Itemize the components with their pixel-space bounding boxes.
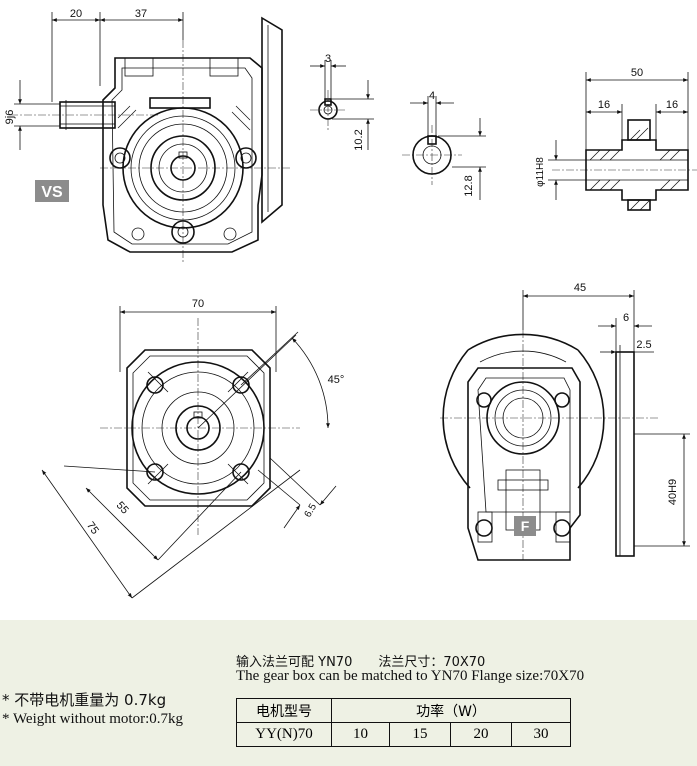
gearbox-side-view: VS 20 37 9j6 <box>4 8 290 262</box>
dim-20: 20 <box>70 8 82 20</box>
weight-note-en: * Weight without motor:0.7kg <box>2 711 184 727</box>
dim-45-deg: 45° <box>328 374 345 386</box>
table-row: YY(N)70 10 15 20 30 <box>236 722 571 747</box>
dim-3: 3 <box>325 53 331 65</box>
dim-10-2: 10.2 <box>353 129 365 150</box>
dim-9j6: 9j6 <box>4 110 16 125</box>
dim-40h9: 40H9 <box>667 479 679 505</box>
dim-50: 50 <box>631 67 643 79</box>
motor-power-table: 电机型号 功率（W） YY(N)70 10 15 20 30 <box>236 698 571 747</box>
dim-11h8: φ11H8 <box>535 157 546 187</box>
flange-info-en: The gear box can be matched to YN70 Flan… <box>236 668 585 684</box>
dim-6: 6 <box>623 312 629 324</box>
f-view-label: F <box>521 518 530 534</box>
model-cell: YY(N)70 <box>236 722 332 747</box>
dim-37: 37 <box>135 8 147 20</box>
dim-6-5: 6.5 <box>303 502 320 520</box>
output-bore-key-detail: 4 12.8 <box>402 90 486 200</box>
flange-info-cn: 输入法兰可配 YN70 法兰尺寸：70X70 <box>236 655 486 670</box>
flange-face-view: 70 45° 55 75 6.5 <box>41 298 345 599</box>
model-header: 电机型号 <box>236 698 332 723</box>
table-header-row: 电机型号 功率（W） <box>236 698 571 723</box>
power-header: 功率（W） <box>331 698 571 723</box>
power-cell: 15 <box>389 722 451 747</box>
power-cell: 20 <box>450 722 512 747</box>
dim-55: 55 <box>114 499 131 516</box>
dim-70: 70 <box>192 298 204 310</box>
dim-16-right: 16 <box>666 99 678 111</box>
hollow-shaft-section: 50 16 16 φ11H8 <box>535 67 697 211</box>
dim-75: 75 <box>84 520 101 537</box>
power-cell: 30 <box>511 722 571 747</box>
dim-4: 4 <box>429 90 435 102</box>
f-label-box <box>514 516 536 536</box>
technical-drawing: VS 20 37 9j6 3 10.2 <box>4 8 697 599</box>
vs-view-label: VS <box>41 184 63 201</box>
power-cell: 10 <box>331 722 390 747</box>
dim-2-5: 2.5 <box>636 339 651 351</box>
vs-label-box <box>35 180 69 202</box>
dim-45: 45 <box>574 282 586 294</box>
weight-note-cn: * 不带电机重量为 0.7kg <box>2 691 167 709</box>
input-shaft-key-detail: 3 10.2 <box>310 53 374 151</box>
dim-12-8: 12.8 <box>463 175 475 196</box>
gearbox-front-view: F 45 6 2.5 40H9 <box>440 282 690 561</box>
dim-16-left: 16 <box>598 99 610 111</box>
